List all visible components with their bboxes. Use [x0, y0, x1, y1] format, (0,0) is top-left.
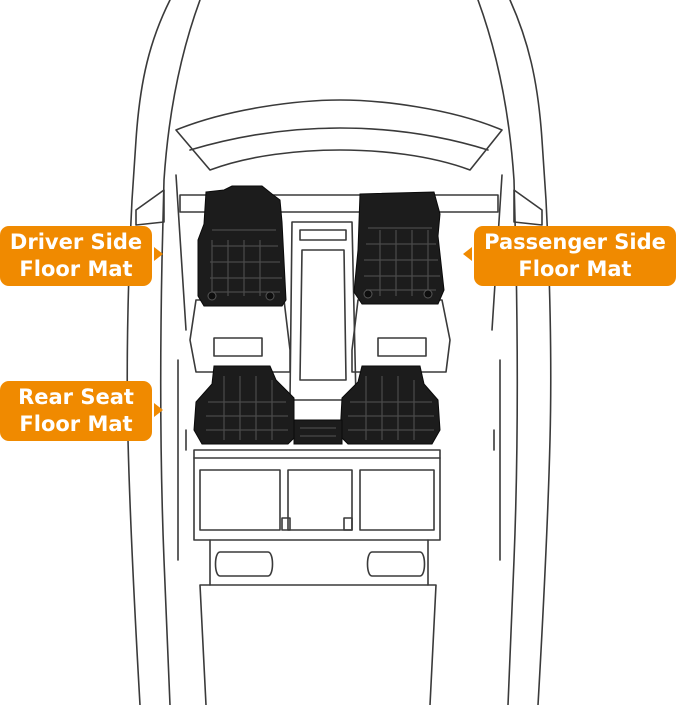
- passenger-side-floor-mat: [353, 191, 445, 305]
- rear-hump-mat: [293, 419, 343, 445]
- driver-side-label-line1: Driver Side: [9, 230, 143, 254]
- windshield: [175, 99, 503, 171]
- front-right-seat: [351, 299, 451, 373]
- right-mirror: [513, 189, 543, 226]
- passenger-side-label-line2: Floor Mat: [518, 257, 632, 281]
- rear-seat-label-line2: Floor Mat: [19, 412, 133, 436]
- rear-seat-label-line1: Rear Seat: [18, 385, 134, 409]
- rear-bench: [193, 449, 441, 541]
- passenger-side-arrow: [463, 247, 472, 261]
- passenger-side-label-line1: Passenger Side: [484, 230, 666, 254]
- driver-side-label: Driver Side Floor Mat: [0, 226, 152, 286]
- driver-side-arrow: [154, 247, 163, 261]
- passenger-side-label: Passenger Side Floor Mat: [474, 226, 676, 286]
- rear-left-floor-mat: [193, 365, 295, 445]
- front-left-seat: [189, 299, 291, 373]
- left-mirror: [135, 189, 165, 226]
- rear-right-floor-mat: [339, 365, 441, 445]
- rear-seat-label: Rear Seat Floor Mat: [0, 381, 152, 441]
- driver-side-label-line2: Floor Mat: [19, 257, 133, 281]
- car-body-outline: [126, 0, 552, 706]
- rear-seat-arrow: [154, 403, 163, 417]
- trunk: [199, 584, 437, 706]
